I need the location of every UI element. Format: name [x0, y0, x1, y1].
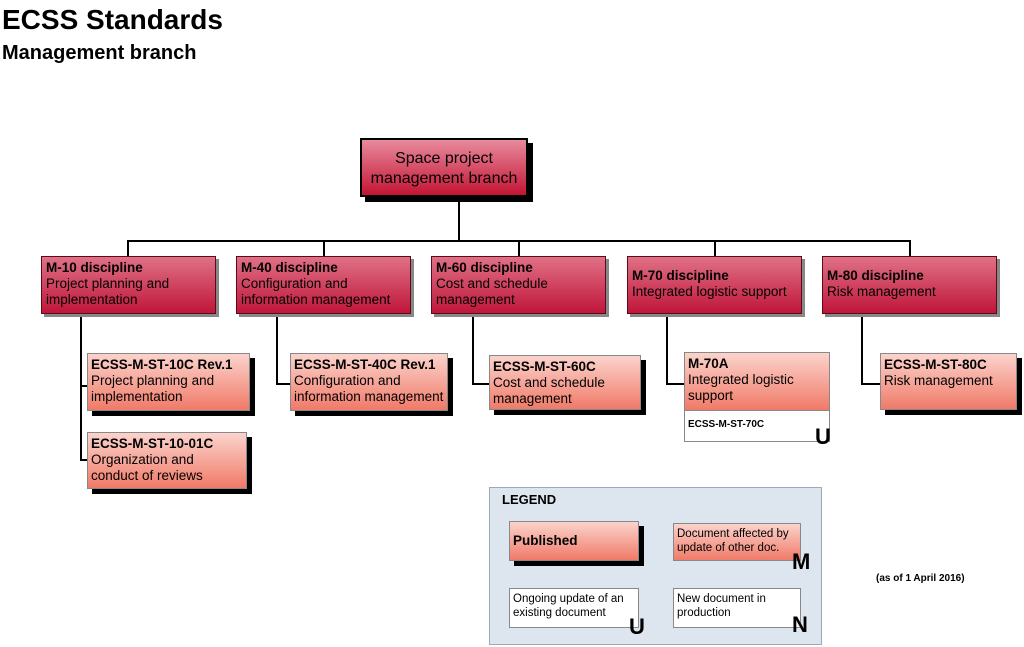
discipline-name: Project planning and implementation — [46, 276, 170, 307]
root-node: Space project management branch — [360, 138, 528, 197]
legend-ongoing: Ongoing update of an existing document — [509, 588, 639, 628]
discipline-code: M-10 discipline — [46, 260, 143, 275]
discipline-m10: M-10 discipline Project planning and imp… — [41, 256, 216, 314]
doc-m-st-10-01c: ECSS-M-ST-10-01C Organization and conduc… — [87, 432, 247, 489]
discipline-code: M-40 discipline — [241, 260, 338, 275]
legend-affected-marker: M — [792, 549, 811, 574]
discipline-m80: M-80 discipline Risk management — [822, 256, 997, 314]
doc-code: ECSS-M-ST-80C — [884, 357, 987, 372]
legend-ongoing-marker: U — [629, 614, 645, 639]
discipline-code: M-80 discipline — [827, 268, 924, 283]
m10-branch — [80, 314, 82, 460]
doc-m-70a: M-70A Integrated logistic support — [684, 352, 830, 411]
discipline-name: Risk management — [827, 284, 936, 299]
legend-new-marker: N — [792, 612, 808, 637]
update-marker-u: U — [815, 424, 831, 449]
m80-doc-link — [861, 383, 880, 385]
doc-code: ECSS-M-ST-10C Rev.1 — [91, 357, 233, 372]
doc-m-st-80c: ECSS-M-ST-80C Risk management — [880, 353, 1017, 410]
m40-branch — [276, 314, 278, 384]
doc-name: Project planning and implementation — [91, 373, 215, 404]
discipline-code: M-60 discipline — [436, 260, 533, 275]
root-line2: management branch — [370, 170, 518, 187]
discipline-m60: M-60 discipline Cost and schedule manage… — [431, 256, 606, 314]
doc-m-st-10c: ECSS-M-ST-10C Rev.1 Project planning and… — [87, 353, 250, 411]
doc-name: Cost and schedule management — [493, 375, 605, 406]
m10-doc2-link — [80, 459, 88, 461]
root-line1: Space project — [395, 150, 493, 167]
drop-m40 — [323, 240, 325, 256]
doc-code: ECSS-M-ST-60C — [493, 359, 596, 374]
m70-branch — [666, 314, 668, 384]
discipline-m40: M-40 discipline Configuration and inform… — [236, 256, 411, 314]
doc-name: Risk management — [884, 373, 993, 388]
discipline-name: Cost and schedule management — [436, 276, 548, 307]
m40-doc-link — [276, 383, 291, 385]
doc-m-st-40c: ECSS-M-ST-40C Rev.1 Configuration and in… — [290, 353, 448, 411]
root-connector — [458, 197, 460, 241]
m10-doc1-link — [80, 385, 88, 387]
legend-affected: Document affected by update of other doc… — [673, 523, 801, 561]
drop-m70 — [714, 240, 716, 256]
doc-name: Configuration and information management — [294, 373, 444, 404]
page-subtitle: Management branch — [2, 42, 197, 64]
drop-m10 — [127, 240, 129, 256]
drop-m60 — [518, 240, 520, 256]
discipline-code: M-70 discipline — [632, 268, 729, 283]
doc-name: Integrated logistic support — [688, 372, 794, 403]
doc-code: ECSS-M-ST-10-01C — [91, 436, 214, 451]
legend-published: Published — [509, 521, 639, 561]
as-of-date: (as of 1 April 2016) — [876, 573, 965, 584]
m70-doc-link — [666, 383, 685, 385]
doc-m-st-70c-sub: ECSS-M-ST-70C — [688, 419, 765, 430]
m60-doc-link — [472, 383, 489, 385]
m60-branch — [472, 314, 474, 384]
discipline-m70: M-70 discipline Integrated logistic supp… — [627, 256, 802, 314]
legend-panel: LEGEND Published Document affected by up… — [489, 487, 822, 645]
doc-code: ECSS-M-ST-40C Rev.1 — [294, 357, 436, 372]
doc-m-st-60c: ECSS-M-ST-60C Cost and schedule manageme… — [489, 355, 641, 410]
drop-m80 — [909, 240, 911, 256]
legend-title: LEGEND — [502, 492, 557, 507]
discipline-name: Integrated logistic support — [632, 284, 787, 299]
legend-new: New document in production — [673, 588, 801, 628]
m80-branch — [861, 314, 863, 384]
doc-code: M-70A — [688, 356, 729, 371]
doc-name: Organization and conduct of reviews — [91, 452, 203, 483]
page-title: ECSS Standards — [2, 4, 223, 35]
discipline-name: Configuration and information management — [241, 276, 391, 307]
